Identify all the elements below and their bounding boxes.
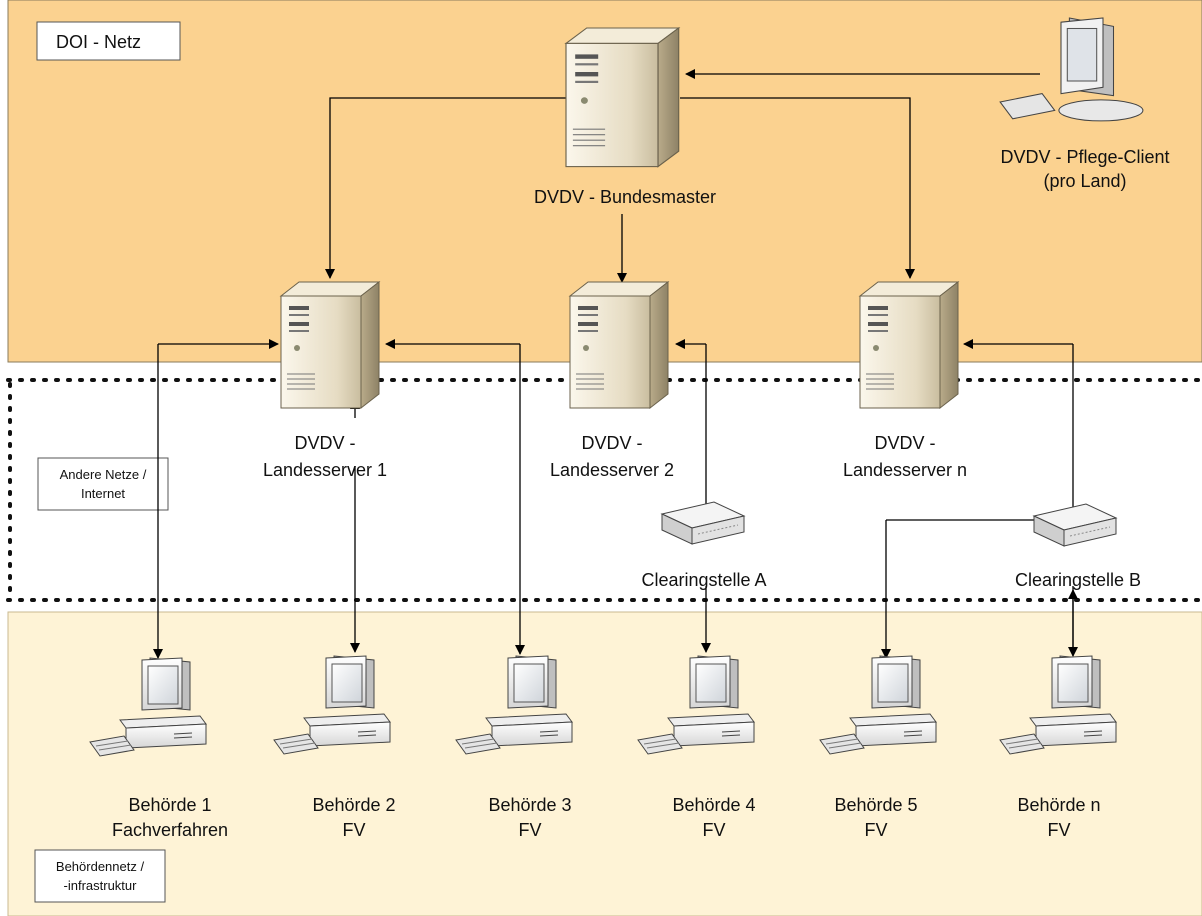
agency-net-label-line1: Behördennetz / <box>56 859 145 874</box>
landesserver-n-label-line2: Landesserver n <box>843 460 967 480</box>
landesserver-1-icon <box>280 281 380 409</box>
behoerde-2-label-line1: Behörde 2 <box>312 795 395 815</box>
landesserver-2-icon <box>569 281 669 409</box>
doi-label: DOI - Netz <box>56 32 141 52</box>
other-nets-label-line1: Andere Netze / <box>60 467 147 482</box>
doi-label-box <box>36 21 181 61</box>
connections <box>153 69 1078 659</box>
behoerde-3-label-line1: Behörde 3 <box>488 795 571 815</box>
agency-network-zone <box>7 611 1202 916</box>
pflege-client-computer-icon <box>999 17 1144 122</box>
behoerde-3-label-line2: FV <box>518 820 541 840</box>
behoerde-1-label-line2: Fachverfahren <box>112 820 228 840</box>
bundesmaster-server-icon <box>565 27 680 168</box>
landesserver-1-label-line1: DVDV - <box>294 433 355 453</box>
pflege-client-label-line2: (pro Land) <box>1043 171 1126 191</box>
behoerde-4-label-line1: Behörde 4 <box>672 795 755 815</box>
other-nets-box <box>37 457 169 511</box>
pflege-client-label-line1: DVDV - Pflege-Client <box>1000 147 1169 167</box>
landesserver-1-label-line2: Landesserver 1 <box>263 460 387 480</box>
behoerde-4-label-line2: FV <box>702 820 725 840</box>
clearingstelle-a-label: Clearingstelle A <box>641 570 766 590</box>
agency-net-label-line2: -infrastruktur <box>64 878 138 893</box>
clearingstelle-b-icon <box>1033 503 1117 547</box>
other-nets-label-line2: Internet <box>81 486 125 501</box>
behoerde-5-label-line1: Behörde 5 <box>834 795 917 815</box>
clearingstelle-b-label: Clearingstelle B <box>1015 570 1141 590</box>
link-master-ls1 <box>325 97 570 279</box>
landesserver-2-label-line1: DVDV - <box>581 433 642 453</box>
behoerde-5-label-line2: FV <box>864 820 887 840</box>
landesserver-n-label-line1: DVDV - <box>874 433 935 453</box>
landesserver-2-label-line2: Landesserver 2 <box>550 460 674 480</box>
behoerde-n-label-line1: Behörde n <box>1017 795 1100 815</box>
behoerde-n-label-line2: FV <box>1047 820 1070 840</box>
clearingstelle-a-icon <box>661 501 745 545</box>
behoerde-2-label-line2: FV <box>342 820 365 840</box>
link-master-lsn <box>680 97 915 279</box>
agency-net-box <box>34 849 166 903</box>
bundesmaster-label: DVDV - Bundesmaster <box>534 187 716 207</box>
landesserver-n-icon <box>859 281 959 409</box>
behoerde-1-label-line1: Behörde 1 <box>128 795 211 815</box>
